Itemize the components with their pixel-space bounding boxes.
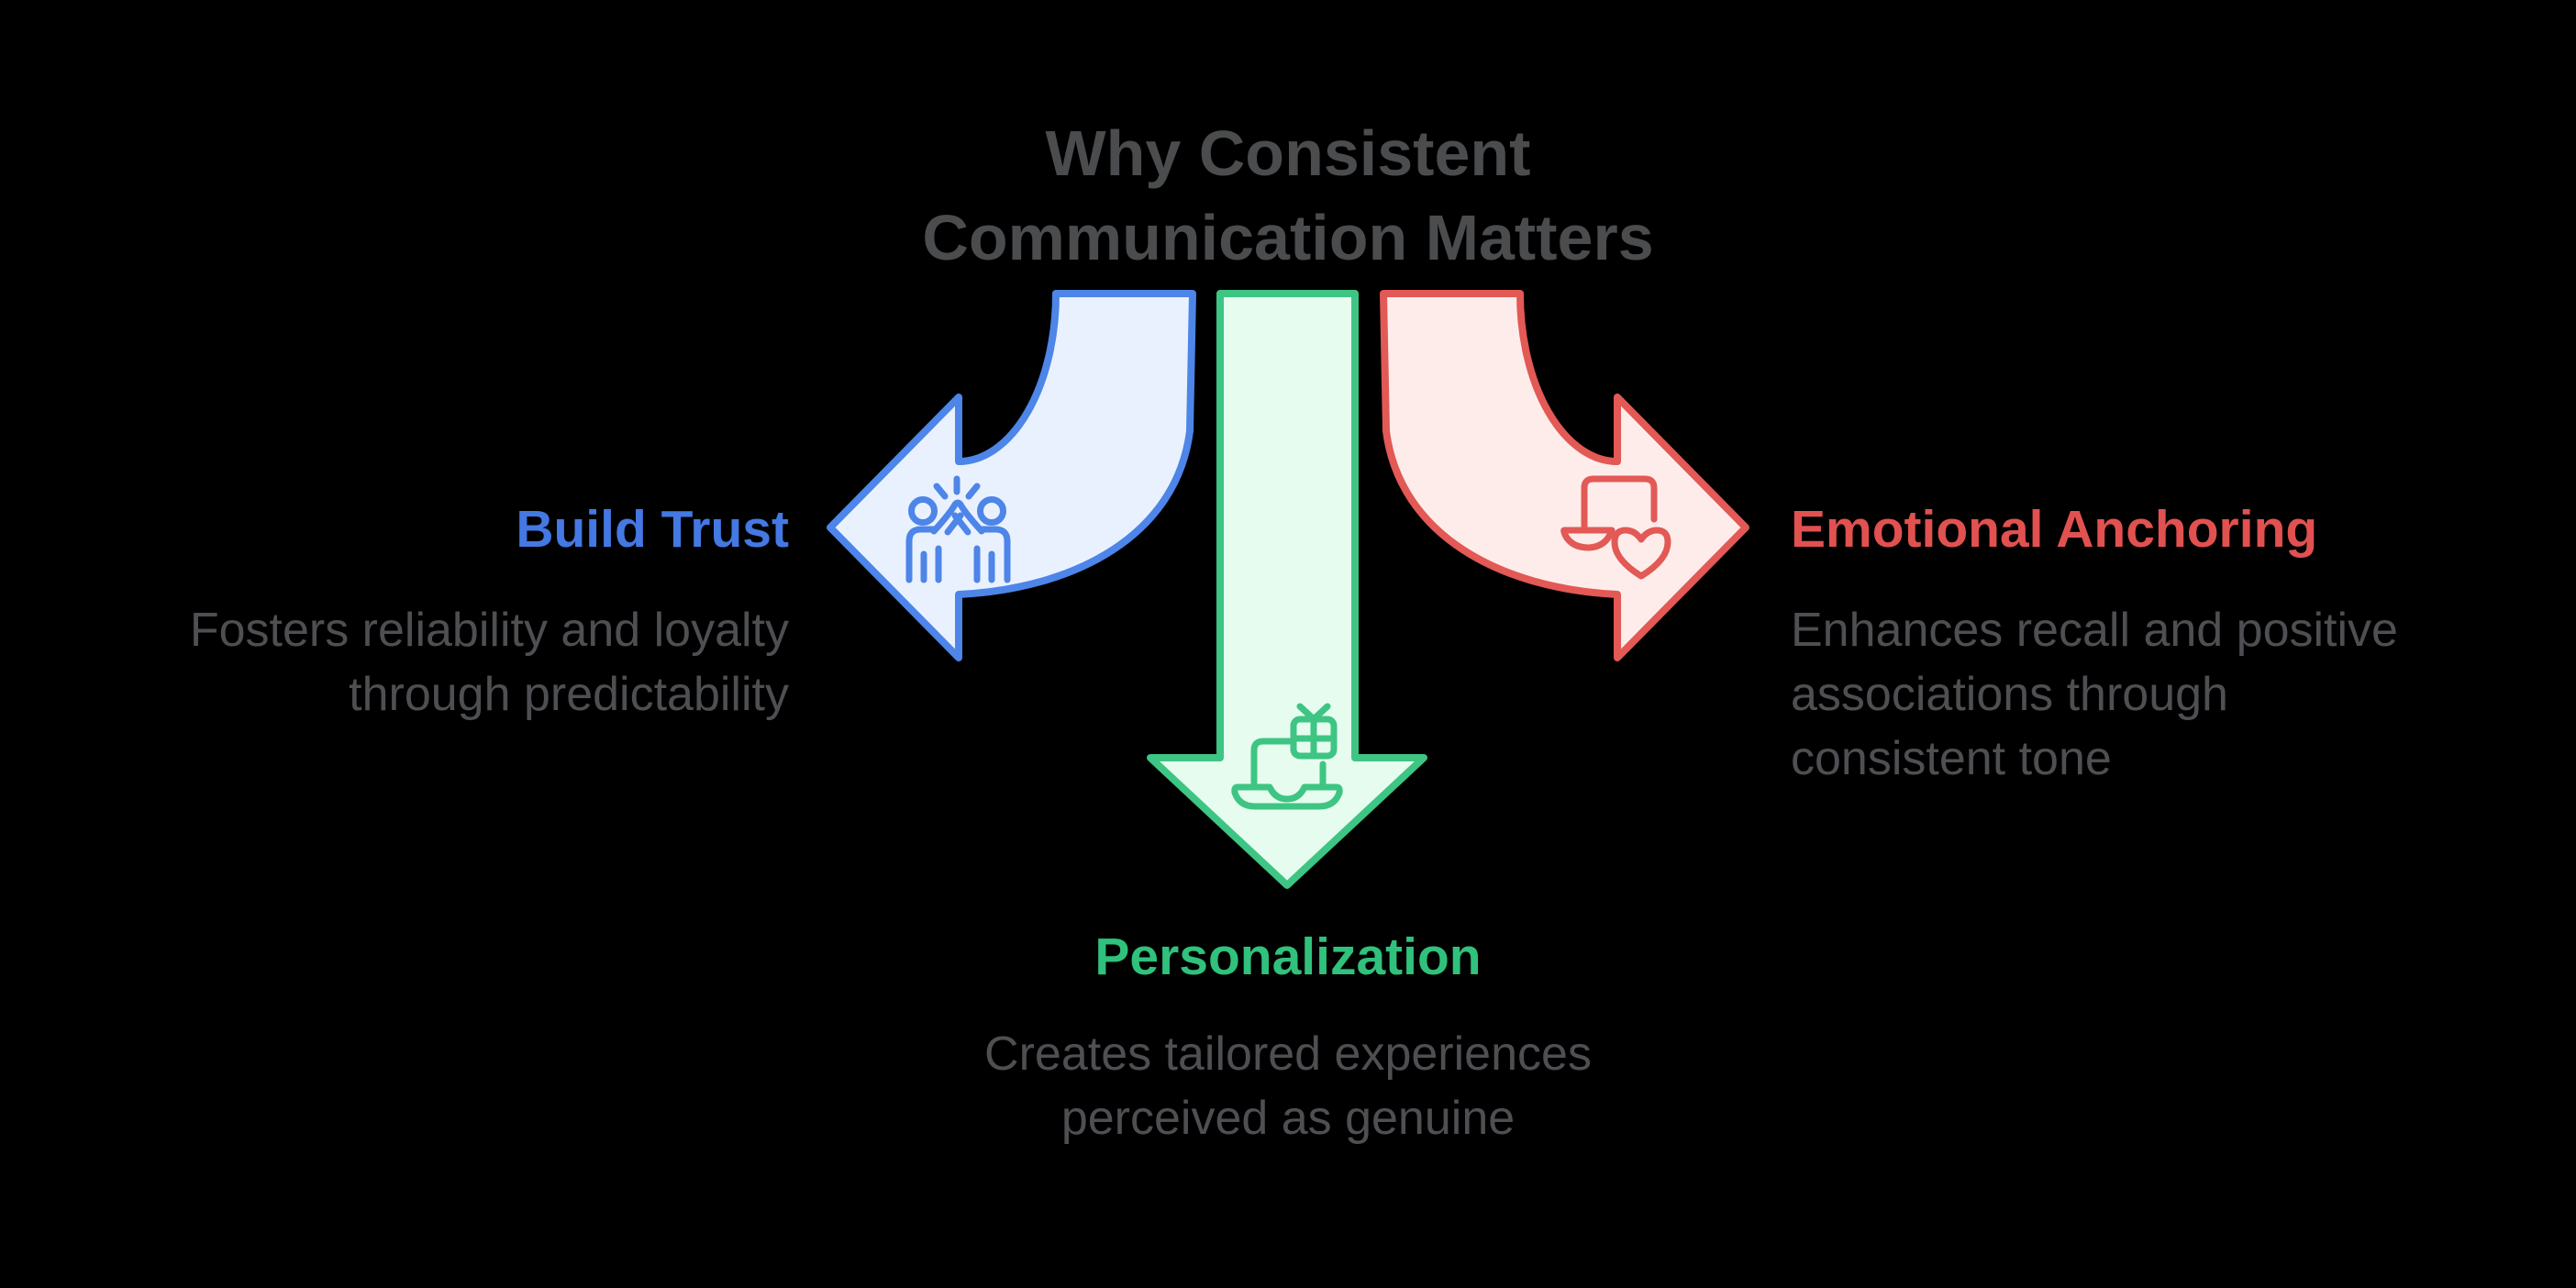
page-title: Why Consistent Communication Matters <box>0 111 2576 280</box>
build-trust-arrow-shape <box>827 290 1196 661</box>
emotional-anchoring-description-line-2: associations through <box>1791 668 2228 721</box>
build-trust-description-line-2: through predictability <box>349 668 789 721</box>
emotional-anchoring-description-line-1: Enhances recall and positive <box>1791 604 2398 657</box>
page-title-line-1: Why Consistent <box>1045 117 1531 189</box>
emotional-anchoring-label: Emotional Anchoring <box>1791 500 2318 559</box>
personalization-description-line-2: perceived as genuine <box>1060 1092 1516 1145</box>
emotional-anchoring-description: Enhances recall and positive association… <box>1791 598 2398 791</box>
personalization-description: Creates tailored experiences perceived a… <box>0 1022 2576 1150</box>
emotional-anchoring-arrow <box>1380 290 1749 661</box>
build-trust-description-line-1: Fosters reliability and loyalty <box>189 604 789 657</box>
emotional-anchoring-arrow-shape <box>1380 290 1749 661</box>
personalization-description-line-1: Creates tailored experiences <box>984 1027 1592 1081</box>
emotional-anchoring-description-line-3: consistent tone <box>1791 732 2112 785</box>
personalization-label: Personalization <box>1094 927 1482 986</box>
laptop-heart-icon <box>1560 475 1671 580</box>
page-title-line-2: Communication Matters <box>922 202 1654 273</box>
build-trust-arrow <box>827 290 1196 661</box>
personalization-arrow <box>1147 290 1427 889</box>
high-five-icon <box>905 475 1011 583</box>
build-trust-description: Fosters reliability and loyalty through … <box>190 598 789 727</box>
laptop-gift-icon <box>1231 703 1343 810</box>
personalization-arrow-shape <box>1147 290 1427 889</box>
build-trust-label: Build Trust <box>516 500 789 559</box>
